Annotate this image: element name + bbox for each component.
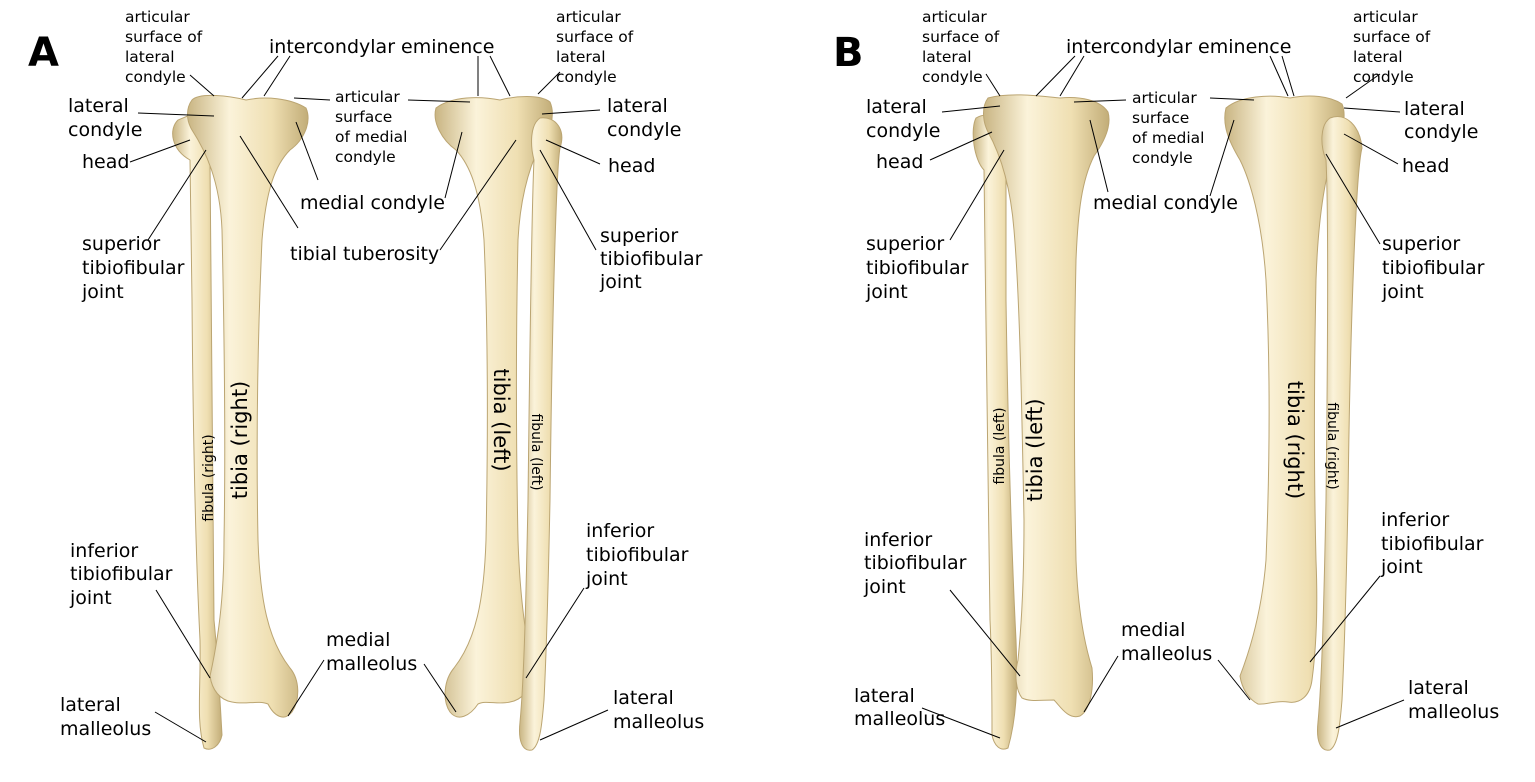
label-a-art-lat-right: articular surface of lateral condyle	[556, 8, 638, 86]
label-a-lateral-condyle-left: lateral condyle	[68, 95, 142, 141]
label-a-head-right: head	[608, 155, 655, 177]
label-a-tibia-2: tibia (left)	[489, 368, 513, 471]
leader-lines	[129, 55, 1405, 743]
label-a-art-lat-left: articular surface of lateral condyle	[125, 8, 207, 86]
label-a-head-left: head	[82, 151, 129, 173]
label-b-fibula-2: fibula (right)	[1324, 402, 1340, 489]
label-a-tibia-1: tibia (right)	[228, 381, 252, 500]
label-a-fibula-1: fibula (right)	[201, 434, 217, 521]
fibula-left-a	[519, 117, 563, 751]
label-b-inf-joint-right: inferior tibiofibular joint	[1380, 509, 1490, 578]
fibula-left-b	[972, 114, 1018, 750]
label-a-inf-joint-right: inferior tibiofibular joint	[585, 520, 695, 590]
label-b-medial-condyle: medial condyle	[1093, 192, 1238, 214]
label-a-medial-malleolus: medial malleolus	[326, 629, 417, 675]
label-b-head-left: head	[876, 151, 923, 173]
panel-a-bones	[172, 94, 563, 751]
label-a-lateral-condyle-right: lateral condyle	[607, 95, 681, 141]
label-a-inf-joint-left: inferior tibiofibular joint	[69, 540, 179, 609]
fibula-right-b	[1317, 116, 1363, 751]
panel-b-letter: B	[833, 30, 864, 76]
label-b-sup-joint-right: superior tibiofibular joint	[1381, 233, 1491, 303]
label-b-sup-joint-left: superior tibiofibular joint	[865, 233, 975, 303]
label-a-art-med: articular surface of medial condyle	[335, 88, 412, 166]
label-a-fibula-2: fibula (left)	[528, 413, 544, 490]
panel-a-letter: A	[28, 30, 59, 76]
label-b-fibula-1: fibula (left)	[992, 407, 1008, 484]
label-b-inf-joint-left: inferior tibiofibular joint	[863, 529, 973, 598]
label-b-tibia-1: tibia (left)	[1023, 398, 1047, 501]
panel-b-bones	[972, 94, 1363, 751]
label-b-lat-malleolus-right: lateral malleolus	[1408, 677, 1499, 723]
label-a-lat-malleolus-left: lateral malleolus	[60, 694, 151, 740]
label-b-art-lat-right: articular surface of lateral condyle	[1353, 8, 1435, 86]
label-a-intercondylar: intercondylar eminence	[269, 36, 494, 58]
label-a-sup-joint-right: superior tibiofibular joint	[599, 225, 709, 293]
label-a-sup-joint-left: superior tibiofibular joint	[81, 233, 191, 303]
label-b-intercondylar: intercondylar eminence	[1066, 36, 1291, 58]
label-b-lateral-condyle-left: lateral condyle	[866, 96, 940, 142]
label-b-medial-malleolus: medial malleolus	[1121, 619, 1212, 665]
label-a-tibial-tuberosity: tibial tuberosity	[290, 243, 439, 265]
label-b-lateral-condyle-right: lateral condyle	[1404, 98, 1478, 143]
fibula-right-a	[172, 114, 223, 750]
label-a-medial-condyle: medial condyle	[300, 192, 445, 214]
label-b-head-right: head	[1402, 155, 1449, 177]
tibia-right-a	[187, 94, 309, 718]
label-a-lat-malleolus-right: lateral malleolus	[613, 687, 704, 733]
label-b-art-med: articular surface of medial condyle	[1132, 89, 1209, 167]
label-b-tibia-2: tibia (right)	[1283, 381, 1307, 500]
label-b-lat-malleolus-left: lateral malleolus	[854, 685, 945, 730]
label-b-art-lat-left: articular surface of lateral condyle	[922, 8, 1004, 86]
